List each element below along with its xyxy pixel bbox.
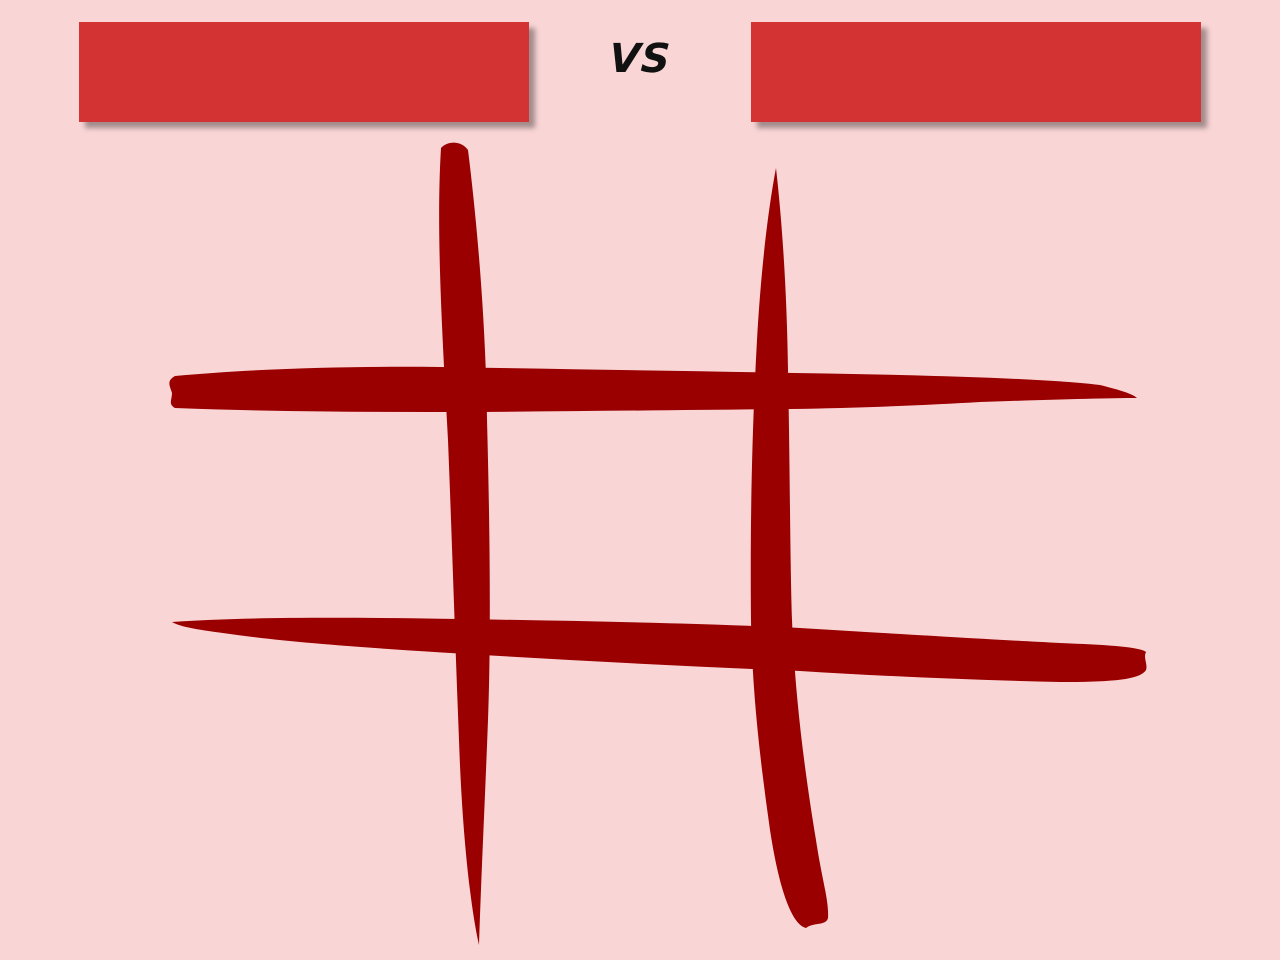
grid-line-horizontal-bottom xyxy=(172,617,1147,682)
grid-line-horizontal-top xyxy=(169,366,1137,412)
board-cell-7[interactable] xyxy=(490,660,752,940)
board-cell-3[interactable] xyxy=(175,412,445,617)
board-cell-1[interactable] xyxy=(488,150,753,365)
grid-line-vertical-right xyxy=(750,168,829,928)
board-cell-8[interactable] xyxy=(800,684,1145,940)
board-cell-4[interactable] xyxy=(492,412,750,620)
board-cell-0[interactable] xyxy=(175,150,440,365)
grid-line-vertical-left xyxy=(439,142,490,946)
board-cell-6[interactable] xyxy=(175,640,455,940)
board-cell-2[interactable] xyxy=(790,150,1130,370)
player-two-panel[interactable] xyxy=(751,22,1201,122)
player-one-panel[interactable] xyxy=(79,22,529,122)
board-cell-5[interactable] xyxy=(792,410,1137,630)
